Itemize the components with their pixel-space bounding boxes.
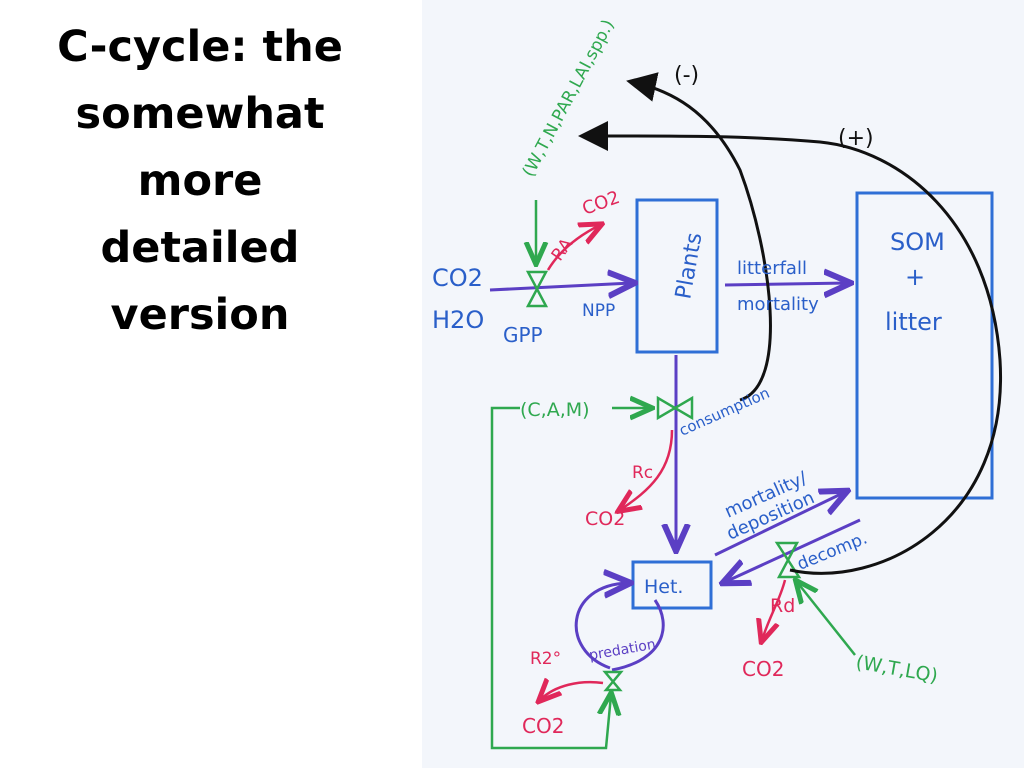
predation-control-line: [490, 406, 611, 750]
litterfall-arrow: [724, 283, 848, 285]
gpp-valve: [525, 270, 549, 308]
title-line-2: somewhat: [75, 89, 325, 139]
negative-feedback-arrow: [626, 72, 772, 402]
positive-feedback-arrow: [578, 120, 1002, 575]
gpp-flow-arrow: [489, 283, 632, 290]
rd-respiration-arrow: [762, 579, 787, 640]
mortality-label-top: mortality: [737, 294, 819, 315]
r2-label: R2°: [530, 649, 561, 669]
whiteboard-photo: [422, 0, 1024, 768]
deposition-arrow: [714, 492, 845, 557]
h2o-input-label: H2O: [432, 306, 484, 334]
ra-respiration-arrow: [546, 225, 600, 271]
litterfall-label: litterfall: [737, 258, 807, 279]
gpp-label: GPP: [503, 323, 543, 347]
het-label: Het.: [644, 576, 683, 598]
predation-loop-arrow: [574, 583, 628, 670]
som-plus-label: +: [905, 263, 925, 291]
ra-label: RA: [548, 234, 578, 264]
title-line-1: C-cycle: the: [57, 22, 343, 72]
plants-label: Plants: [671, 231, 707, 301]
co2-ra-label: CO2: [580, 187, 623, 220]
positive-feedback-sign: (+): [838, 126, 874, 151]
slide-title: C-cycle: the somewhat more detailed vers…: [0, 14, 400, 349]
decomp-valve: [774, 541, 802, 579]
som-label: SOM: [890, 228, 945, 256]
title-line-3: more: [137, 156, 263, 206]
rd-label: Rd: [770, 595, 795, 617]
title-line-4: detailed: [100, 223, 300, 273]
predation-loop-return: [611, 599, 665, 672]
co2-input-label: CO2: [432, 264, 483, 292]
env-factors-top-label: (W,T,N,PAR,LAI,spp.): [519, 16, 619, 180]
co2-rd-label: CO2: [742, 657, 784, 681]
negative-feedback-sign: (-): [674, 63, 699, 88]
cam-label: (C,A,M): [520, 399, 590, 421]
consumption-valve: [656, 395, 694, 421]
env-control-arrow-bottom: [797, 582, 856, 656]
co2-rc-label: CO2: [585, 508, 625, 530]
title-line-5: version: [110, 290, 290, 340]
litter-label: litter: [885, 308, 942, 336]
rc-respiration-arrow: [620, 429, 674, 510]
r2-respiration-arrow: [540, 682, 604, 700]
env-factors-bottom-label: (W,T,LQ): [854, 651, 939, 687]
rc-label: Rc: [632, 463, 653, 483]
predation-valve: [602, 670, 624, 692]
consumption-label: consumption: [676, 384, 772, 440]
co2-r2-label: CO2: [522, 714, 564, 738]
npp-label: NPP: [582, 301, 615, 321]
predation-label: predation: [588, 637, 657, 664]
som-litter-box: [855, 191, 994, 500]
